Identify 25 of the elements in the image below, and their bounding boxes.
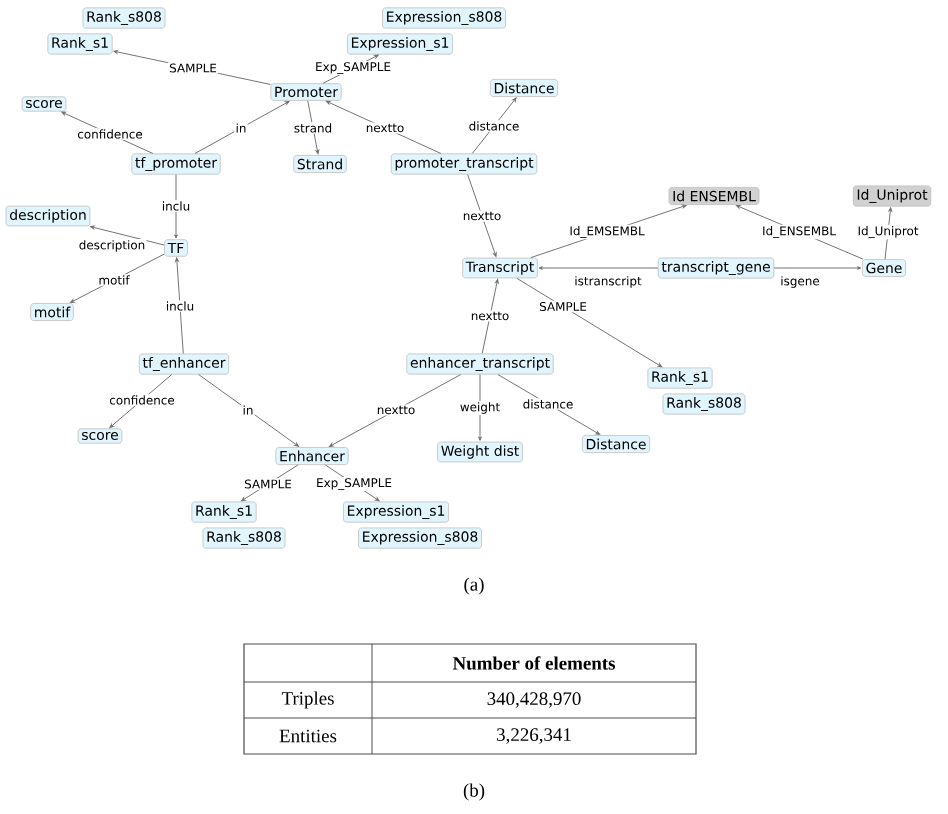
arrow <box>109 374 173 429</box>
table-header: Number of elements <box>452 656 616 670</box>
arrow <box>194 100 290 154</box>
caption-label: (b) <box>463 783 485 801</box>
arrow <box>174 174 178 239</box>
arrow <box>538 266 659 270</box>
arrow <box>478 374 482 441</box>
arrow <box>90 225 165 246</box>
arrow <box>497 374 601 435</box>
table-cell: 340,428,970 <box>487 692 581 708</box>
arrow <box>307 100 320 155</box>
arrow <box>70 253 165 303</box>
caption-label: (a) <box>464 577 484 595</box>
table-cell: Triples <box>281 691 334 709</box>
arrow <box>175 257 184 354</box>
arrow <box>773 266 862 270</box>
table-cell: 3,226,341 <box>497 728 571 744</box>
arrow <box>329 374 462 447</box>
arrow <box>516 277 663 368</box>
arrow <box>471 97 517 154</box>
arrow <box>481 279 499 354</box>
arrow <box>198 374 299 447</box>
table-cell: Entities <box>279 729 337 743</box>
arrow <box>467 174 497 257</box>
arrow <box>325 100 442 154</box>
